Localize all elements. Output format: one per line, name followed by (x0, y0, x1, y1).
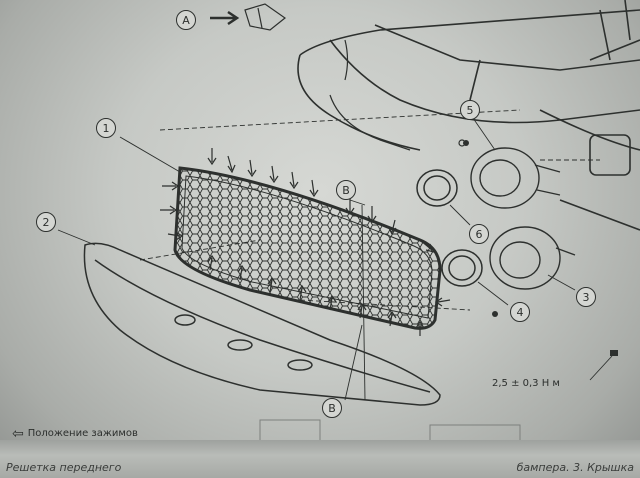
fasteners (463, 140, 618, 356)
caption-left: Решетка переднего (6, 461, 122, 474)
legend-text: Положение зажимов (27, 428, 138, 439)
clip-position-legend: ⇦ Положение зажимов (12, 425, 138, 442)
callout-4: 4 (510, 302, 530, 322)
lower-lip-part-2 (83, 242, 441, 406)
bumper-body (297, 0, 640, 231)
callout-leaders (57, 10, 613, 401)
trim-ring-6 (416, 169, 458, 207)
callout-a: A (176, 10, 196, 30)
torque-spec: 2,5 ± 0,3 Н м (492, 378, 560, 389)
fog-lamp-bezel-lower (489, 226, 576, 290)
callout-1: 1 (96, 118, 116, 138)
clip-arrows (160, 148, 451, 336)
detail-a-clip-icon (244, 3, 287, 31)
callout-5: 5 (460, 100, 480, 120)
callout-b-top: B (336, 180, 356, 200)
caption-right: бампера. 3. Крышка (516, 461, 634, 474)
figure-caption: Решетка переднего бампера. 3. Крышка (0, 461, 640, 474)
trim-ring-4 (441, 249, 483, 287)
mounting-bracket (329, 39, 466, 151)
callout-6: 6 (469, 224, 489, 244)
callout-b-bottom: B (322, 398, 342, 418)
callout-2: 2 (36, 212, 56, 232)
page-fold (0, 440, 640, 478)
fog-lamp-bezel-upper (470, 147, 561, 209)
grille-part-1 (173, 166, 442, 330)
hollow-left-arrow-icon: ⇦ (12, 425, 24, 442)
callout-3: 3 (576, 287, 596, 307)
